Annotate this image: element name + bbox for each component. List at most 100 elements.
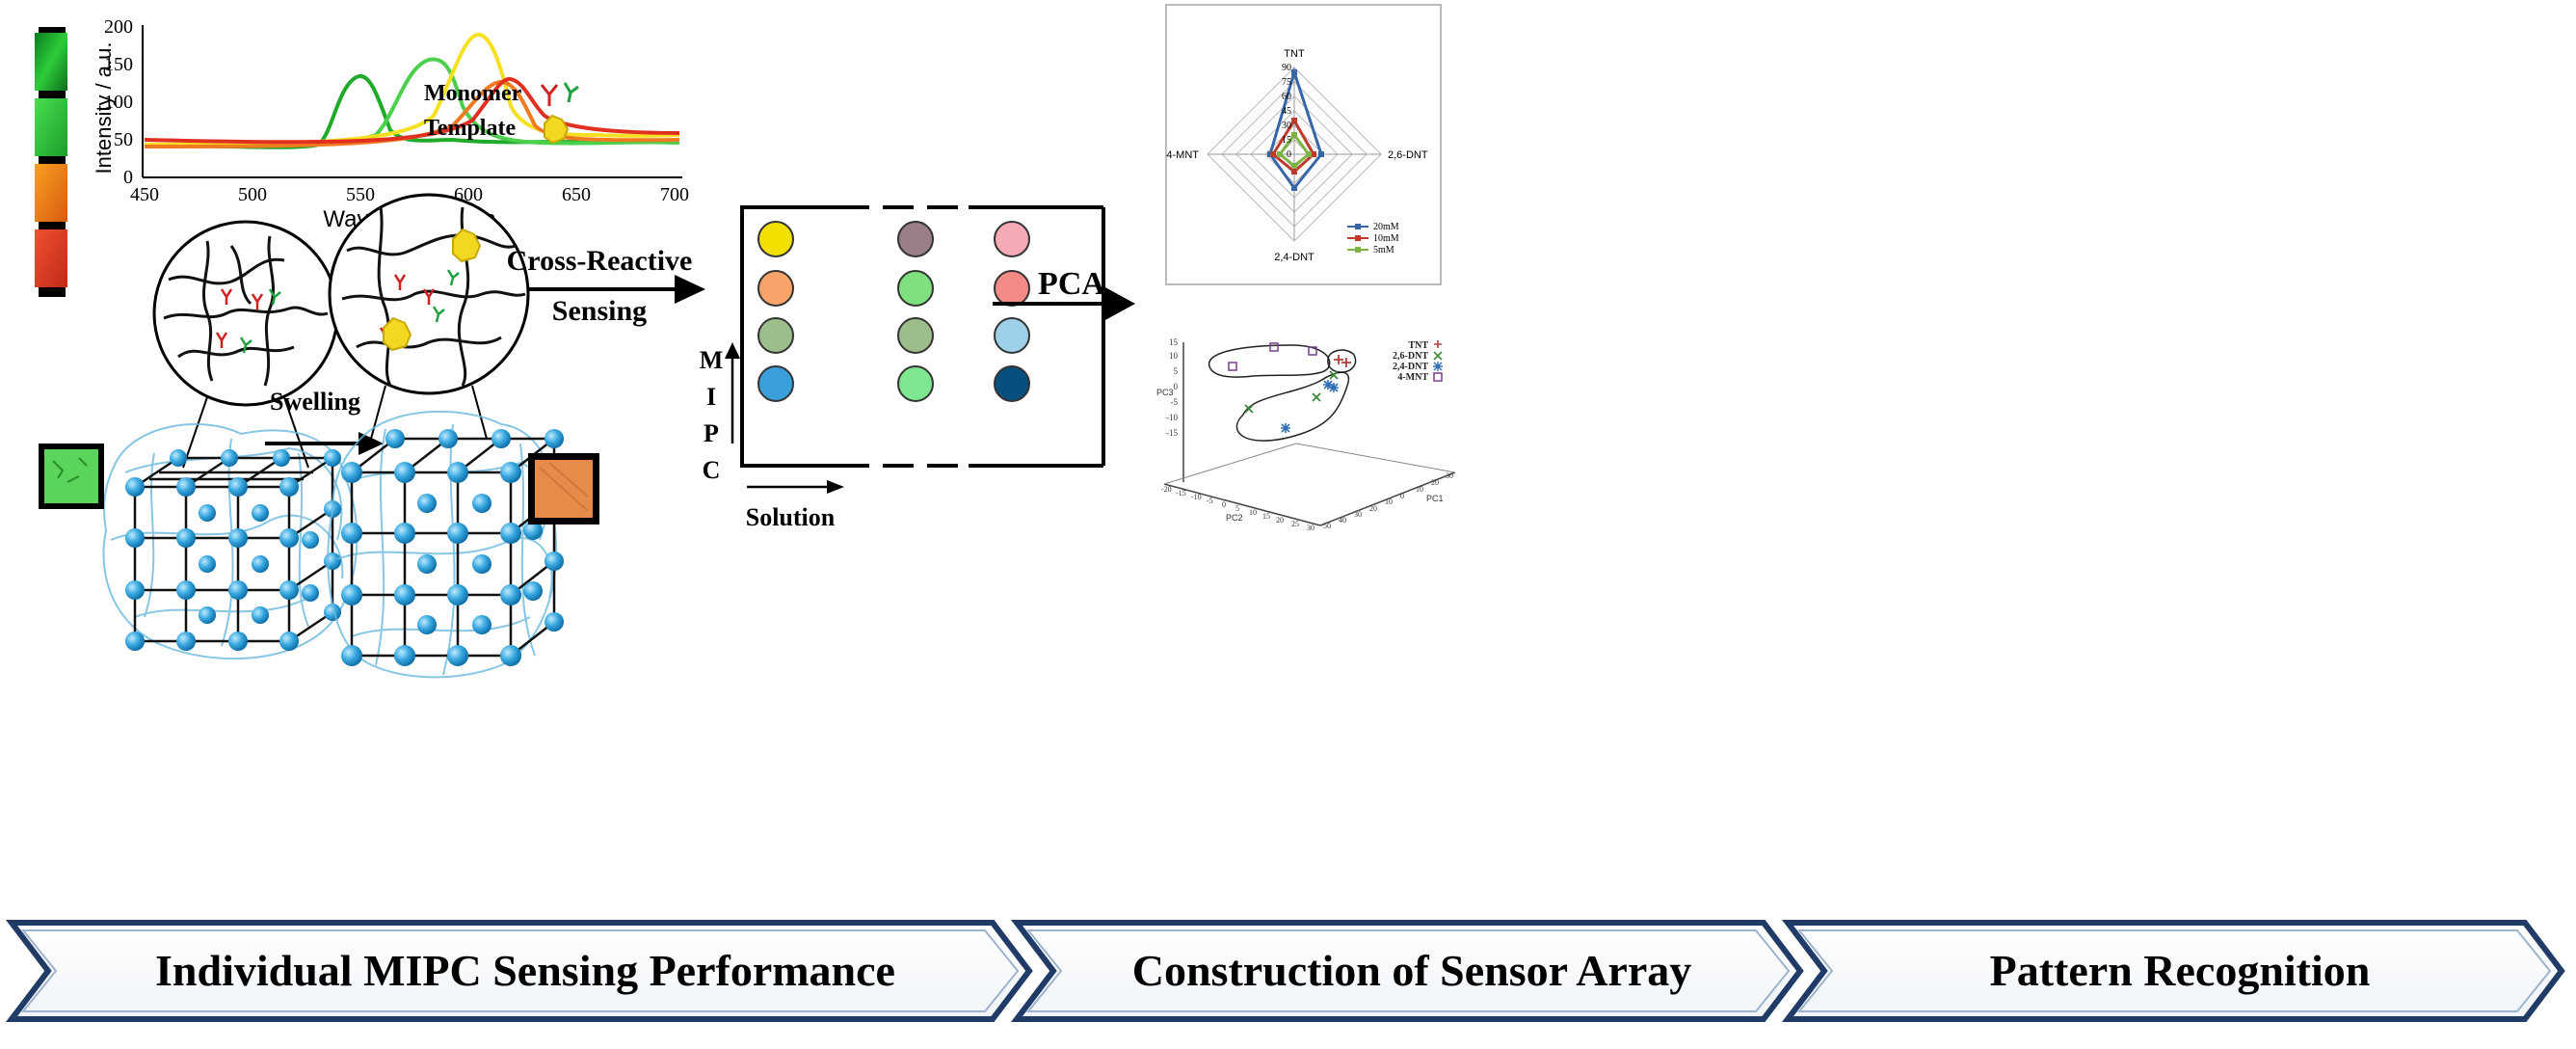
radar-tick: 90 [1282,63,1291,73]
radar-axis-tnt: TNT [1284,48,1305,60]
point-26dnt [1244,404,1254,414]
points-4mnt [1228,342,1317,371]
array-well [757,317,794,354]
template-molecule [383,316,412,352]
array-well [757,221,794,257]
radar-tick: 45 [1282,106,1291,117]
pc2-tick: -20 [1161,485,1172,494]
cluster-outline-tnt [1327,349,1357,373]
swelling-arrow: Swelling [265,388,384,455]
radar-point [1291,185,1297,191]
legend-4mnt: 4-MNT [1397,372,1428,383]
pc2-tick: 20 [1276,516,1284,524]
x-tick: 700 [660,184,689,205]
swelling-label: Swelling [270,388,360,416]
radar-axis-24dnt: 2,4-DNT [1274,252,1315,263]
pc1-tick: 10 [1385,498,1393,506]
pc2-tick: 25 [1291,520,1299,528]
point-4mnt [1269,342,1279,352]
pc1-tick: 20 [1431,478,1439,487]
pca-3d-scatter: 15 10 5 0 -5 -10 -15 PC3 -20 -15 -10 -5 … [1156,337,1456,532]
banner-stage-2 [1010,920,1804,1022]
pc3-ticks: 15 10 5 0 -5 -10 -15 [1166,337,1179,438]
radar-series [1267,67,1324,191]
pc2-label: PC2 [1226,513,1243,523]
swatch-green-dark [35,33,67,91]
z-tick: 5 [1174,366,1179,376]
cross-reactive-label: Cross-Reactive [507,245,693,277]
radar-tick: 75 [1282,77,1291,88]
pc1-tick: 40 [1339,516,1346,524]
radar-legend-marker [1355,247,1361,253]
cross-reactive-sensing-arrow: Cross-Reactive Sensing [507,245,705,327]
point-tnt [1341,358,1351,367]
z-tick: 10 [1169,351,1179,361]
y-tick: 200 [104,16,133,38]
array-well [897,221,934,257]
pc2-tick: 5 [1235,504,1239,513]
template-label: Template [424,116,516,141]
cluster-outline-dnt [1235,371,1350,442]
point-4mnt [1308,346,1317,356]
array-well [757,270,794,307]
z-tick: -15 [1166,428,1178,438]
banner-stage-1 [5,920,1033,1022]
legend-24dnt: 2,4-DNT [1393,362,1428,372]
array-well [897,317,934,354]
cluster-outline-4mnt [1208,344,1331,378]
stage-2-label: Construction of Sensor Array [1132,946,1692,995]
z-tick: 15 [1169,337,1179,347]
points-24dnt [1281,380,1339,433]
template-icon [544,114,570,145]
mipc-letter-p: P [704,419,719,447]
radar-legend-label: 5mM [1373,245,1394,256]
radar-point [1291,163,1297,169]
x-tick: 450 [130,184,159,205]
radar-point [1318,151,1324,157]
radar-tick: 0 [1287,149,1291,160]
pc2-ticks: -20 -15 -10 -5 0 5 10 15 20 25 30 [1161,485,1315,532]
point-26dnt [1312,392,1321,402]
stage-1-label: Individual MIPC Sensing Performance [155,946,895,995]
point-tnt [1334,355,1343,364]
array-well [994,365,1030,402]
radar-point [1306,151,1312,157]
legend-26dnt: 2,6-DNT [1393,351,1428,362]
x-tick: 650 [562,184,591,205]
scatter-legend-markers [1433,340,1443,382]
pc1-tick: 10 [1416,485,1423,494]
array-well [994,221,1030,257]
radar-axis-26dnt: 2,6-DNT [1388,149,1428,161]
radar-point [1270,151,1276,157]
spectrum-curve-red [144,76,680,145]
y-tick: 0 [123,167,133,188]
color-swatch-column [35,27,67,297]
pca-arrow: PCA [993,266,1135,321]
points-tnt [1334,355,1351,367]
array-well [897,270,934,307]
photonic-crystal-lattice-2 [327,410,564,679]
mipc-letter-i: I [706,383,716,411]
array-well [994,317,1030,354]
spectrum-y-ticks: 200 150 100 50 0 [104,16,133,188]
monomer-template-legend: Monomer Template [424,81,579,145]
point-24dnt [1329,383,1339,392]
sensor-array: M I P C Solution [700,204,1105,531]
pc2-tick: -15 [1176,489,1186,498]
radar-point [1291,169,1297,175]
sensor-swatch-green [39,444,104,509]
z-tick: -10 [1166,413,1178,422]
banner-stage-3 [1781,920,2565,1022]
radar-frame [1165,4,1442,285]
spectrum-curve-yellow [144,33,680,147]
pc2-tick: 15 [1262,512,1270,521]
polymer-network-unswollen [152,220,339,469]
radar-legend-marker [1355,235,1361,241]
pc2-tick: 10 [1249,508,1257,517]
spectrum-curve-green-light [144,57,680,148]
scatter-legend: TNT 2,6-DNT 2,4-DNT 4-MNT [1393,340,1428,383]
x-tick: 550 [346,184,375,205]
monomer-icon-red [540,84,559,106]
swatch-green-light [35,98,67,156]
template-molecule [452,228,482,263]
